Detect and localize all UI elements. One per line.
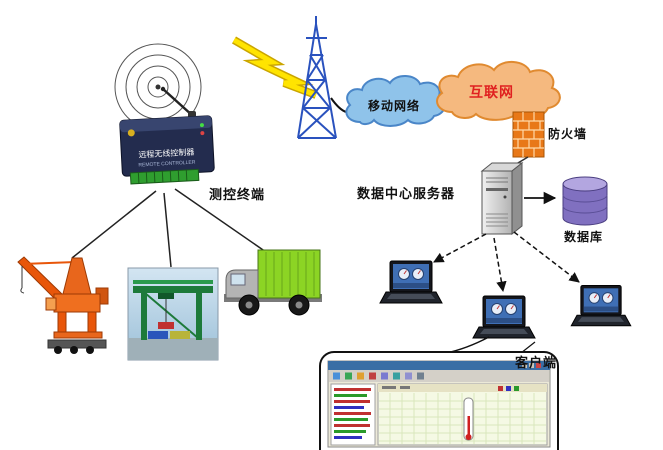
laptop-client-1 [379, 260, 443, 304]
software-window [319, 336, 559, 450]
internet-label: 互联网 [469, 84, 514, 100]
server-icon [480, 161, 524, 236]
database-icon [562, 176, 608, 226]
truck-icon [224, 249, 322, 316]
internet-cloud [436, 61, 561, 121]
rtu-device: 远程无线控制器 REMOTE CONTROLLER [119, 86, 215, 185]
server-client-links [433, 231, 580, 293]
device-caption-en: REMOTE CONTROLLER [138, 160, 196, 169]
terminal-label: 测控终端 [209, 187, 266, 202]
mobile-network-cloud [345, 75, 446, 127]
harbor-crane-photo [17, 256, 109, 354]
client-label: 客户端 [515, 355, 558, 370]
database-label: 数据库 [564, 230, 604, 244]
laptop-client-3 [570, 284, 632, 327]
firewall-icon [505, 111, 545, 171]
field-links [71, 188, 267, 268]
device-caption-cn: 远程无线控制器 [138, 147, 194, 160]
container-crane-photo [127, 267, 219, 361]
laptop-client-2 [472, 295, 536, 339]
mobile-network-label: 移动网络 [368, 99, 421, 113]
lightning-icon [231, 36, 318, 99]
firewall-label: 防火墙 [548, 127, 588, 141]
server-label: 数据中心服务器 [357, 186, 456, 201]
radio-tower-icon [297, 16, 337, 139]
software-screenshot [327, 360, 551, 448]
